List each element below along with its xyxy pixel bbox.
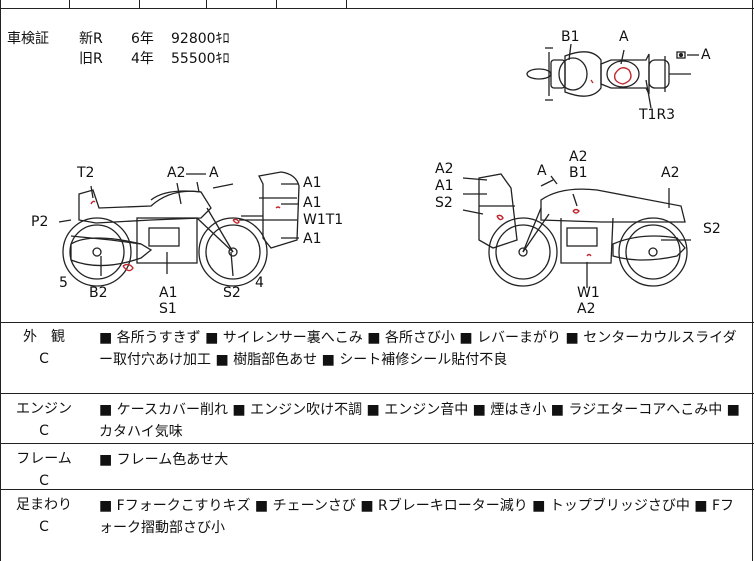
label-left-a1-3: A1 xyxy=(303,231,322,247)
section-suspension-text: ■ Fフォークこすりキズ ■ チェーンさび ■ Rブレーキローター減り ■ トッ… xyxy=(99,498,735,536)
label-left-a2: A2 xyxy=(167,165,186,181)
label-right-s2-right: S2 xyxy=(703,221,721,237)
shaken-km-old: 55500ｷﾛ xyxy=(171,51,230,67)
label-right-w1: W1 xyxy=(577,285,600,301)
label-left-a1-bottom: A1 xyxy=(159,285,178,301)
shaken-type-old: 旧R xyxy=(79,51,103,67)
left-view-motorcycle xyxy=(58,171,300,287)
label-right-a: A xyxy=(537,163,547,179)
shaken-info: 車検証 新R 6年 92800ｷﾛ 旧R 4年 55500ｷﾛ xyxy=(7,28,230,68)
top-table-strip xyxy=(1,0,754,9)
label-right-a2-bottom: A2 xyxy=(577,301,596,317)
grade-label: C xyxy=(39,473,49,489)
section-frame-text: ■ フレーム色あせ大 xyxy=(99,452,229,468)
section-engine: エンジン C ■ ケースカバー削れ ■ エンジン吹け不調 ■ エンジン音中 ■ … xyxy=(1,394,754,444)
label-left-s2: S2 xyxy=(223,285,241,301)
grade-label: C xyxy=(39,423,49,439)
category-label: 足まわり xyxy=(16,497,72,513)
label-left-b2: B2 xyxy=(89,285,108,301)
category-label: フレーム xyxy=(16,451,72,467)
section-suspension: 足まわり C ■ Fフォークこすりキズ ■ チェーンさび ■ Rブレーキローター… xyxy=(1,490,754,561)
label-right-a2-top: A2 xyxy=(569,149,588,165)
label-top-t1r3: T1R3 xyxy=(639,107,676,123)
shaken-km-new: 92800ｷﾛ xyxy=(171,31,230,47)
section-exterior-category: 外 観 C xyxy=(1,327,87,369)
shaken-years-old: 4年 xyxy=(131,51,154,67)
top-view-motorcycle xyxy=(526,43,699,109)
category-label: エンジン xyxy=(16,401,72,417)
category-label: 外 観 xyxy=(23,329,65,345)
label-top-b1: B1 xyxy=(561,29,580,45)
label-top-a: A xyxy=(619,29,629,45)
grade-label: C xyxy=(39,519,49,535)
section-frame-category: フレーム C xyxy=(1,449,87,491)
label-right-a1-left: A1 xyxy=(435,178,454,194)
label-right-b1: B1 xyxy=(569,165,588,181)
shaken-type-new: 新R xyxy=(79,31,103,47)
section-exterior-text: ■ 各所うすきず ■ サイレンサー裏へこみ ■ 各所さび小 ■ レバーまがり ■… xyxy=(99,330,737,368)
label-left-s1: S1 xyxy=(159,301,177,317)
motorcycle-diagrams xyxy=(58,43,699,288)
label-right-a2-left: A2 xyxy=(435,161,454,177)
section-exterior: 外 観 C ■ 各所うすきず ■ サイレンサー裏へこみ ■ 各所さび小 ■ レバ… xyxy=(1,322,754,394)
label-right-a2-right: A2 xyxy=(661,165,680,181)
label-left-a1-1: A1 xyxy=(303,175,322,191)
section-engine-category: エンジン C xyxy=(1,399,87,441)
right-view-motorcycle xyxy=(462,173,691,288)
label-right-s2-left: S2 xyxy=(435,195,453,211)
label-top-a-right: A xyxy=(701,47,711,63)
label-left-p2: P2 xyxy=(31,214,49,230)
label-left-4: 4 xyxy=(255,275,264,291)
label-left-t2: T2 xyxy=(77,165,95,181)
label-left-w1t1: W1T1 xyxy=(303,212,344,228)
label-left-a1-2: A1 xyxy=(303,195,322,211)
section-suspension-category: 足まわり C xyxy=(1,495,87,537)
shaken-label: 車検証 xyxy=(7,31,49,47)
shaken-years-new: 6年 xyxy=(131,31,154,47)
section-frame: フレーム C ■ フレーム色あせ大 xyxy=(1,444,754,490)
grade-label: C xyxy=(39,351,49,367)
label-left-5: 5 xyxy=(59,275,68,291)
section-engine-text: ■ ケースカバー削れ ■ エンジン吹け不調 ■ エンジン音中 ■ 煙はき小 ■ … xyxy=(99,402,740,440)
label-left-a: A xyxy=(209,165,219,181)
damage-diagram-section: 車検証 新R 6年 92800ｷﾛ 旧R 4年 55500ｷﾛ xyxy=(1,8,754,323)
